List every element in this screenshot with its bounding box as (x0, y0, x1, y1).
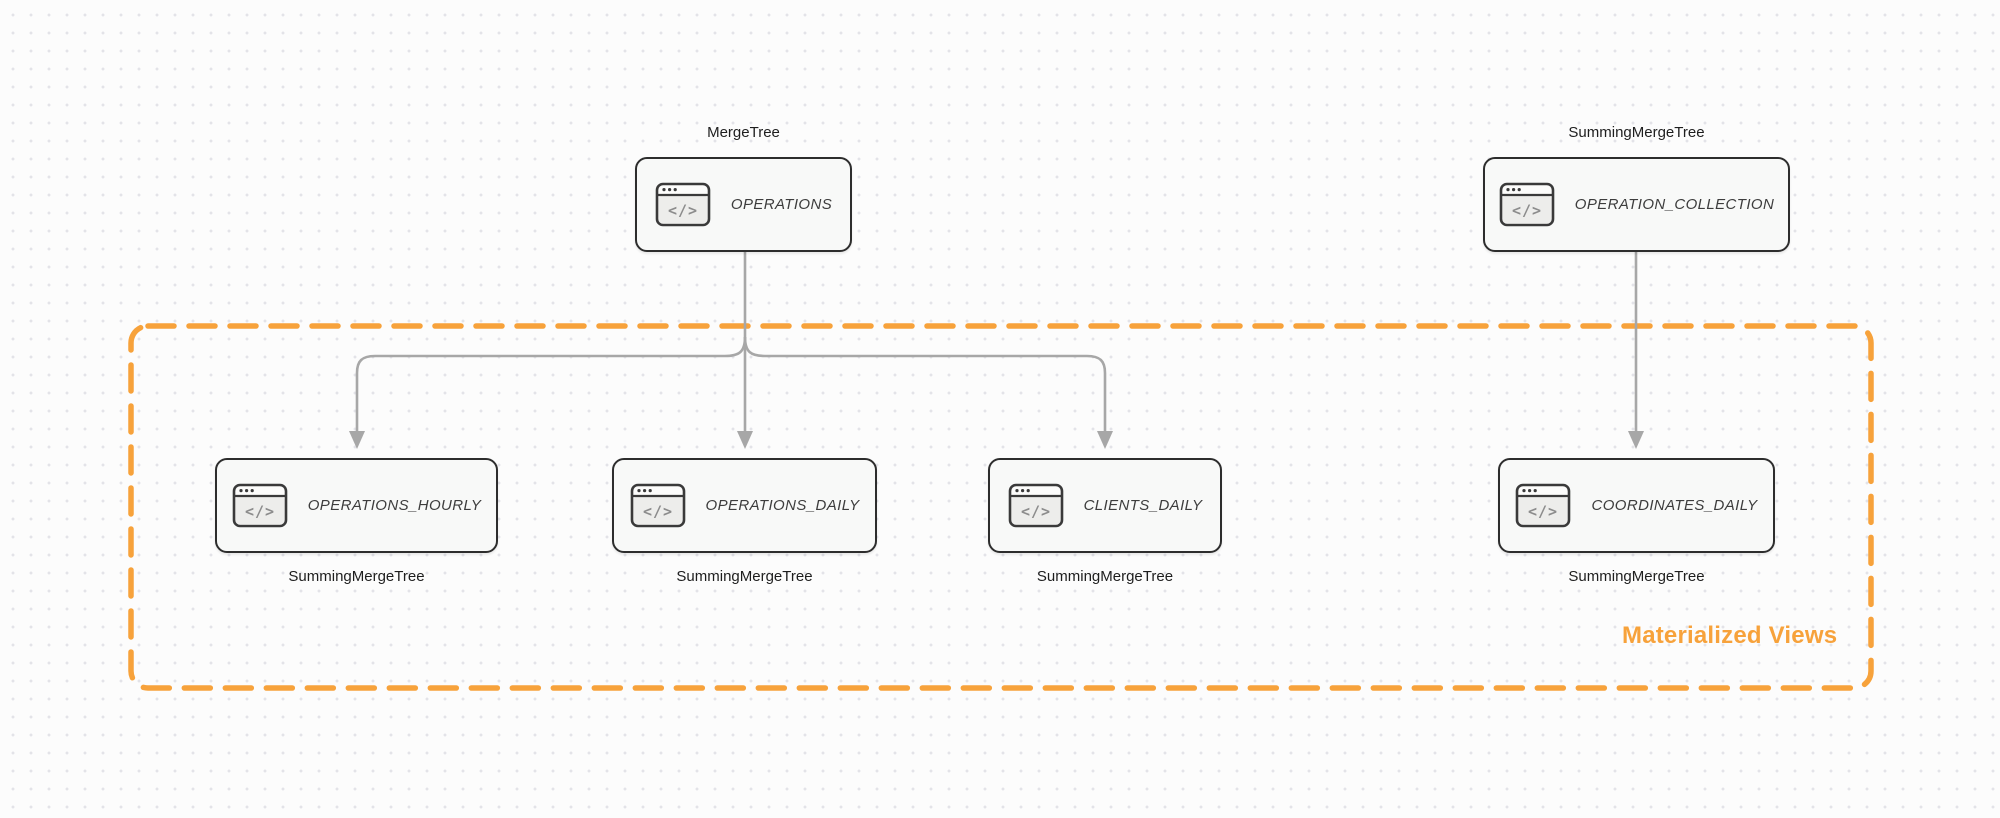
engine-label: MergeTree (707, 124, 780, 141)
code-window-icon (1516, 483, 1571, 528)
table-name: COORDINATES_DAILY (1591, 497, 1758, 514)
table-box[interactable]: OPERATIONS (635, 157, 852, 252)
table-box[interactable]: OPERATIONS_HOURLY (215, 458, 498, 553)
edge-operations-to-operations-hourly[interactable] (355, 336, 747, 433)
table-name: CLIENTS_DAILY (1083, 497, 1203, 514)
table-name: OPERATIONS_HOURLY (307, 497, 482, 514)
table-node-coordinates-daily[interactable]: COORDINATES_DAILY SummingMergeTree (1498, 458, 1775, 585)
materialized-views-label: Materialized Views (1622, 622, 1838, 649)
table-box[interactable]: OPERATION_COLLECTION (1483, 157, 1790, 252)
table-box[interactable]: OPERATIONS_DAILY (612, 458, 877, 553)
table-name: OPERATION_COLLECTION (1574, 196, 1775, 213)
engine-label: SummingMergeTree (288, 568, 425, 585)
arrowhead-clients-daily (1097, 431, 1113, 449)
table-node-operations-hourly[interactable]: OPERATIONS_HOURLY SummingMergeTree (215, 458, 498, 585)
code-window-icon (655, 182, 711, 227)
arrowhead-operations-hourly (349, 431, 365, 449)
table-box[interactable]: COORDINATES_DAILY (1498, 458, 1775, 553)
engine-label: SummingMergeTree (1568, 124, 1705, 141)
engine-label: SummingMergeTree (676, 568, 813, 585)
edge-operations-to-clients-daily[interactable] (743, 336, 1107, 433)
table-node-operations-daily[interactable]: OPERATIONS_DAILY SummingMergeTree (612, 458, 877, 585)
engine-label: SummingMergeTree (1036, 568, 1174, 585)
table-box[interactable]: CLIENTS_DAILY (988, 458, 1222, 553)
engine-label: SummingMergeTree (1568, 568, 1705, 585)
table-node-operation-collection[interactable]: SummingMergeTree OPERATION_COLLECTION (1483, 124, 1790, 252)
arrowhead-coordinates-daily (1628, 431, 1644, 449)
code-window-icon (630, 483, 685, 528)
code-window-icon (232, 483, 288, 528)
table-node-operations[interactable]: MergeTree OPERATIONS (635, 124, 852, 252)
table-node-clients-daily[interactable]: CLIENTS_DAILY SummingMergeTree (988, 458, 1222, 585)
arrowhead-operations-daily (737, 431, 753, 449)
code-window-icon (1499, 182, 1555, 227)
code-window-icon (1008, 483, 1063, 528)
table-name: OPERATIONS (730, 196, 833, 213)
table-name: OPERATIONS_DAILY (705, 497, 860, 514)
